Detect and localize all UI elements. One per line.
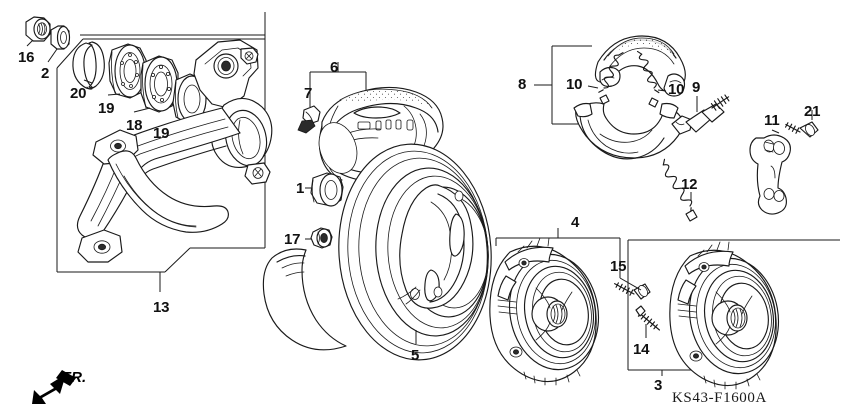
part-12-return-spring — [662, 158, 698, 222]
part-9-brake-cam-shaft — [671, 94, 730, 135]
part-14-panel-stud — [635, 305, 661, 331]
callout-4: 4 — [571, 214, 580, 231]
callout-20: 20 — [70, 85, 87, 102]
callout-1: 1 — [296, 180, 305, 197]
callout-19b: 19 — [153, 125, 170, 142]
part-2-collar — [50, 25, 71, 50]
callout-5: 5 — [411, 347, 420, 364]
part-18-wheel-bearing-center — [140, 55, 179, 113]
part-19a-wheel-bearing — [108, 43, 148, 99]
callout-3: 3 — [654, 377, 663, 394]
part-10b-brake-shoe-spring — [636, 50, 660, 108]
front-direction-label: FR. — [62, 369, 87, 386]
callout-21: 21 — [804, 103, 821, 120]
part-10a-brake-shoe-spring — [598, 52, 624, 105]
part-11-brake-arm — [749, 134, 791, 215]
callout-2: 2 — [41, 65, 50, 82]
callout-12: 12 — [681, 176, 698, 193]
callout-8: 8 — [518, 76, 527, 93]
callout-13: 13 — [153, 299, 170, 316]
callout-17: 17 — [284, 231, 301, 248]
callout-10a: 10 — [566, 76, 583, 93]
group-4-bracket — [495, 228, 621, 278]
callout-11: 11 — [764, 112, 780, 129]
part-1-distance-collar — [310, 172, 344, 207]
part-7-hub-stud — [297, 105, 321, 134]
part-15-panel-bolt — [614, 282, 651, 300]
callout-7: 7 — [304, 85, 313, 102]
part-number-label: KS43-F1600A — [672, 390, 767, 406]
part-16-axle-nut — [25, 16, 51, 42]
group-13-boundary — [80, 12, 266, 36]
callout-10b: 10 — [668, 81, 685, 98]
callout-15: 15 — [610, 258, 627, 275]
callout-9: 9 — [692, 79, 701, 96]
callout-6: 6 — [330, 59, 339, 76]
part-20-snap-ring — [72, 41, 105, 90]
callout-18: 18 — [126, 117, 143, 134]
callout-14: 14 — [633, 341, 650, 358]
part-8-brake-shoe-lower — [573, 102, 684, 160]
part-4-brake-panel — [489, 237, 600, 386]
front-direction-arrow — [32, 370, 76, 404]
part-19b-wheel-bearing — [172, 73, 207, 124]
part-5-wheel-rim — [262, 143, 492, 361]
callout-16: 16 — [18, 49, 35, 66]
part-13-swingarm-fork — [76, 39, 273, 263]
part-3-brake-panel-alternate — [669, 241, 780, 390]
part-17-hub-bolt — [310, 227, 333, 249]
group-3-bracket — [627, 239, 840, 376]
part-21-flange-bolt — [785, 121, 819, 138]
callout-19a: 19 — [98, 100, 115, 117]
